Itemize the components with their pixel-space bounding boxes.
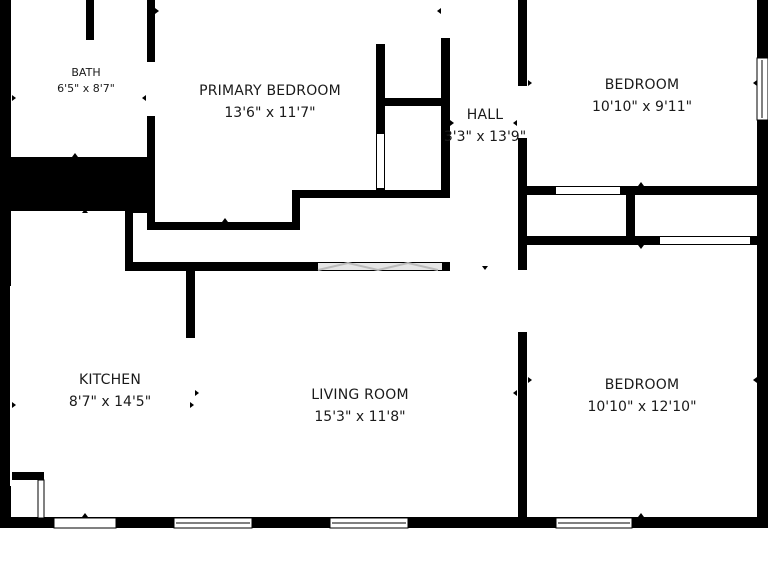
marker — [753, 377, 757, 383]
bedroom-top-bottom-wall — [518, 186, 768, 195]
marker — [437, 8, 441, 14]
closet-lower-opening — [377, 134, 384, 188]
marker — [513, 120, 517, 126]
marker — [450, 120, 454, 126]
marker — [513, 390, 517, 396]
sliding-door-zigzag — [317, 261, 439, 272]
bedroom-closet-opening-bottom — [660, 237, 750, 244]
hall-right-wall — [518, 0, 527, 528]
hall-bedroom-top-opening — [517, 86, 528, 138]
kitchen-label: KITCHEN — [79, 372, 141, 388]
sliding-door-track — [318, 263, 442, 270]
bath-label: BATH — [71, 66, 100, 79]
windows — [37, 57, 768, 529]
bath-partition — [86, 0, 94, 40]
dimension-markers — [12, 8, 757, 517]
marker — [638, 182, 644, 186]
bedroom-bottom-label: BEDROOM — [605, 377, 679, 393]
primary-step-wall — [292, 190, 300, 230]
bedroom-closet-opening-top — [556, 187, 620, 194]
living-room-label: LIVING ROOM — [311, 387, 408, 403]
bedroom-bottom-dimensions: 10'10" x 12'10" — [587, 399, 696, 415]
kitchen-closet-left-wall — [125, 205, 133, 270]
kitchen-living-stub-wall — [186, 268, 195, 338]
bath-dimensions: 6'5" x 8'7" — [57, 82, 115, 95]
hall-dimensions: 3'3" x 13'9" — [444, 129, 526, 145]
sliding-door — [317, 261, 442, 272]
openings — [10, 44, 750, 486]
marker — [82, 209, 88, 213]
kitchen-top-notch — [125, 205, 155, 213]
marker — [72, 153, 78, 157]
exterior-wall-left — [0, 0, 11, 528]
marker — [195, 390, 199, 396]
kitchen-door-opening — [53, 517, 117, 529]
marker — [190, 402, 194, 408]
kitchen-side-opening — [10, 286, 12, 486]
closet-corridor-opening — [442, 198, 449, 262]
marker — [82, 513, 88, 517]
marker — [155, 8, 159, 14]
exterior-wall-right — [757, 0, 768, 528]
nook-top-wall — [0, 472, 44, 480]
living-room-dimensions: 15'3" x 11'8" — [314, 409, 405, 425]
closet-corridor-bottom-wall — [125, 262, 450, 271]
marker — [142, 95, 146, 101]
bedroom-top-label: BEDROOM — [605, 77, 679, 93]
kitchen-dimensions: 8'7" x 14'5" — [69, 394, 151, 410]
closet-left-wall — [376, 44, 385, 194]
closet-middle-wall — [376, 98, 448, 106]
hall-bedroom-bottom-opening — [517, 270, 528, 332]
bedroom-bottom-top-wall — [518, 236, 768, 245]
closet-top-opening — [385, 44, 441, 48]
bedroom-closet-divider — [626, 186, 635, 244]
marker — [222, 218, 228, 222]
room-labels: BATH 6'5" x 8'7" PRIMARY BEDROOM 13'6" x… — [57, 66, 696, 425]
marker — [12, 95, 16, 101]
marker — [12, 402, 16, 408]
nook-door-opening — [37, 479, 45, 519]
bedroom-top-dimensions: 10'10" x 9'11" — [592, 99, 692, 115]
bath-door-opening — [146, 62, 156, 116]
hall-label: HALL — [467, 107, 504, 123]
marker — [753, 80, 757, 86]
hall-left-wall-upper — [441, 38, 450, 198]
bath-kitchen-mass — [0, 157, 155, 211]
marker — [528, 377, 532, 383]
primary-closet-bottom-wall — [292, 190, 449, 198]
primary-bedroom-label: PRIMARY BEDROOM — [199, 83, 341, 99]
marker — [482, 266, 488, 270]
marker — [528, 80, 532, 86]
marker — [638, 513, 644, 517]
marker — [638, 245, 644, 249]
primary-bottom-wall — [147, 222, 300, 230]
primary-bedroom-dimensions: 13'6" x 11'7" — [224, 105, 315, 121]
